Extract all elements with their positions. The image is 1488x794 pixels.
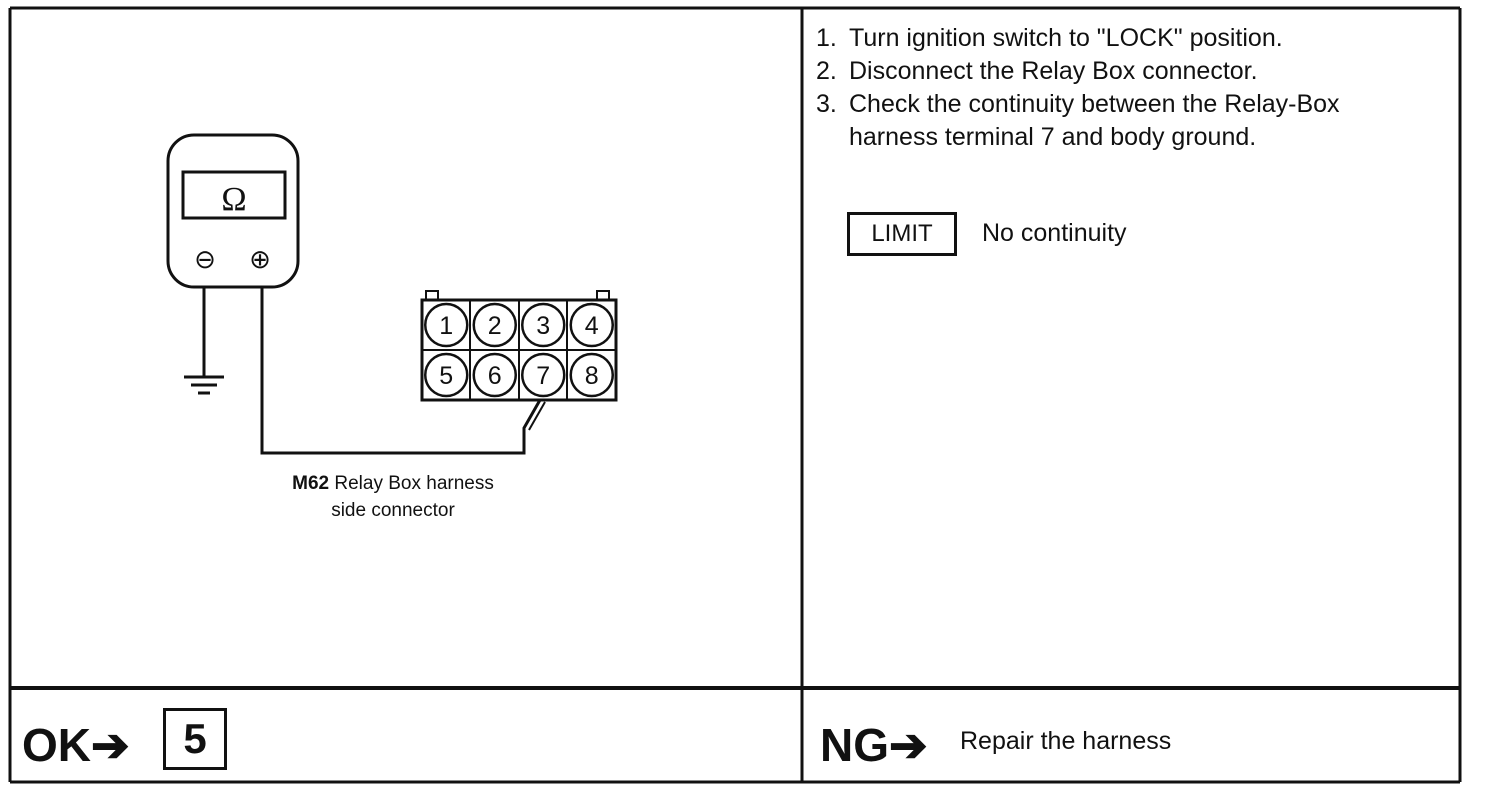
terminal-4-label: 4	[585, 312, 599, 340]
step-number: 2.	[816, 57, 837, 85]
terminal-2-label: 2	[488, 312, 502, 340]
step-3-continued: harness terminal 7 and body ground.	[849, 123, 1257, 151]
terminal-8-label: 8	[585, 362, 599, 390]
step-3: 3. Check the continuity between the Relay…	[816, 88, 1340, 121]
ohmmeter-display	[181, 170, 287, 220]
terminal-7-circle	[521, 352, 566, 398]
relay-box-connector	[420, 290, 618, 402]
terminal-2-circle	[472, 302, 517, 348]
terminal-1-circle	[424, 302, 469, 348]
terminal-5-label: 5	[439, 362, 453, 390]
ground-icon	[184, 375, 224, 395]
limit-label-box: LIMIT	[847, 212, 957, 256]
caption-line-1: M62 Relay Box harness	[248, 470, 538, 497]
probe-leads	[202, 287, 546, 455]
connector-terminals: 1 2 3 4 5 6 7 8	[424, 302, 614, 398]
step-number: 3.	[816, 90, 837, 118]
connector-caption: M62 Relay Box harness side connector	[248, 470, 538, 524]
terminal-3-circle	[521, 302, 566, 348]
step-number: 1.	[816, 24, 837, 52]
connector-code: M62	[292, 473, 330, 494]
ok-result: OK➔	[22, 718, 130, 772]
terminal-6-circle	[472, 352, 517, 398]
ng-label: NG	[820, 719, 889, 771]
procedure-steps: 1. Turn ignition switch to "LOCK" positio…	[816, 22, 1340, 154]
ok-label: OK	[22, 719, 91, 771]
ok-next-step-box: 5	[163, 708, 227, 770]
terminal-8-circle	[569, 352, 614, 398]
caption-line-2: side connector	[331, 500, 455, 521]
step-2: 2. Disconnect the Relay Box connector.	[816, 55, 1340, 88]
right-arrow-icon: ➔	[889, 719, 928, 771]
table-grid	[8, 6, 1462, 784]
terminal-5-circle	[424, 352, 469, 398]
terminal-1-label: 1	[439, 312, 453, 340]
terminal-4-circle	[569, 302, 614, 348]
terminal-6-label: 6	[488, 362, 502, 390]
step-1: 1. Turn ignition switch to "LOCK" positio…	[816, 22, 1340, 55]
step-text: Turn ignition switch to "LOCK" position.	[849, 24, 1283, 52]
plus-terminal-icon: ⊕	[249, 245, 271, 275]
ohmmeter	[166, 133, 300, 289]
ng-action: Repair the harness	[960, 727, 1172, 755]
terminal-7-label: 7	[536, 362, 550, 390]
step-text: Disconnect the Relay Box connector.	[849, 57, 1258, 85]
ohm-symbol: Ω	[221, 181, 246, 218]
step-text: Check the continuity between the Relay-B…	[849, 90, 1340, 118]
caption-text-1: Relay Box harness	[334, 473, 494, 494]
ohmmeter-body	[166, 133, 300, 289]
minus-terminal-icon: ⊖	[194, 245, 216, 275]
terminal-3-label: 3	[536, 312, 550, 340]
limit-value: No continuity	[982, 219, 1127, 247]
right-arrow-icon: ➔	[91, 719, 130, 771]
ng-result: NG➔	[820, 718, 928, 772]
